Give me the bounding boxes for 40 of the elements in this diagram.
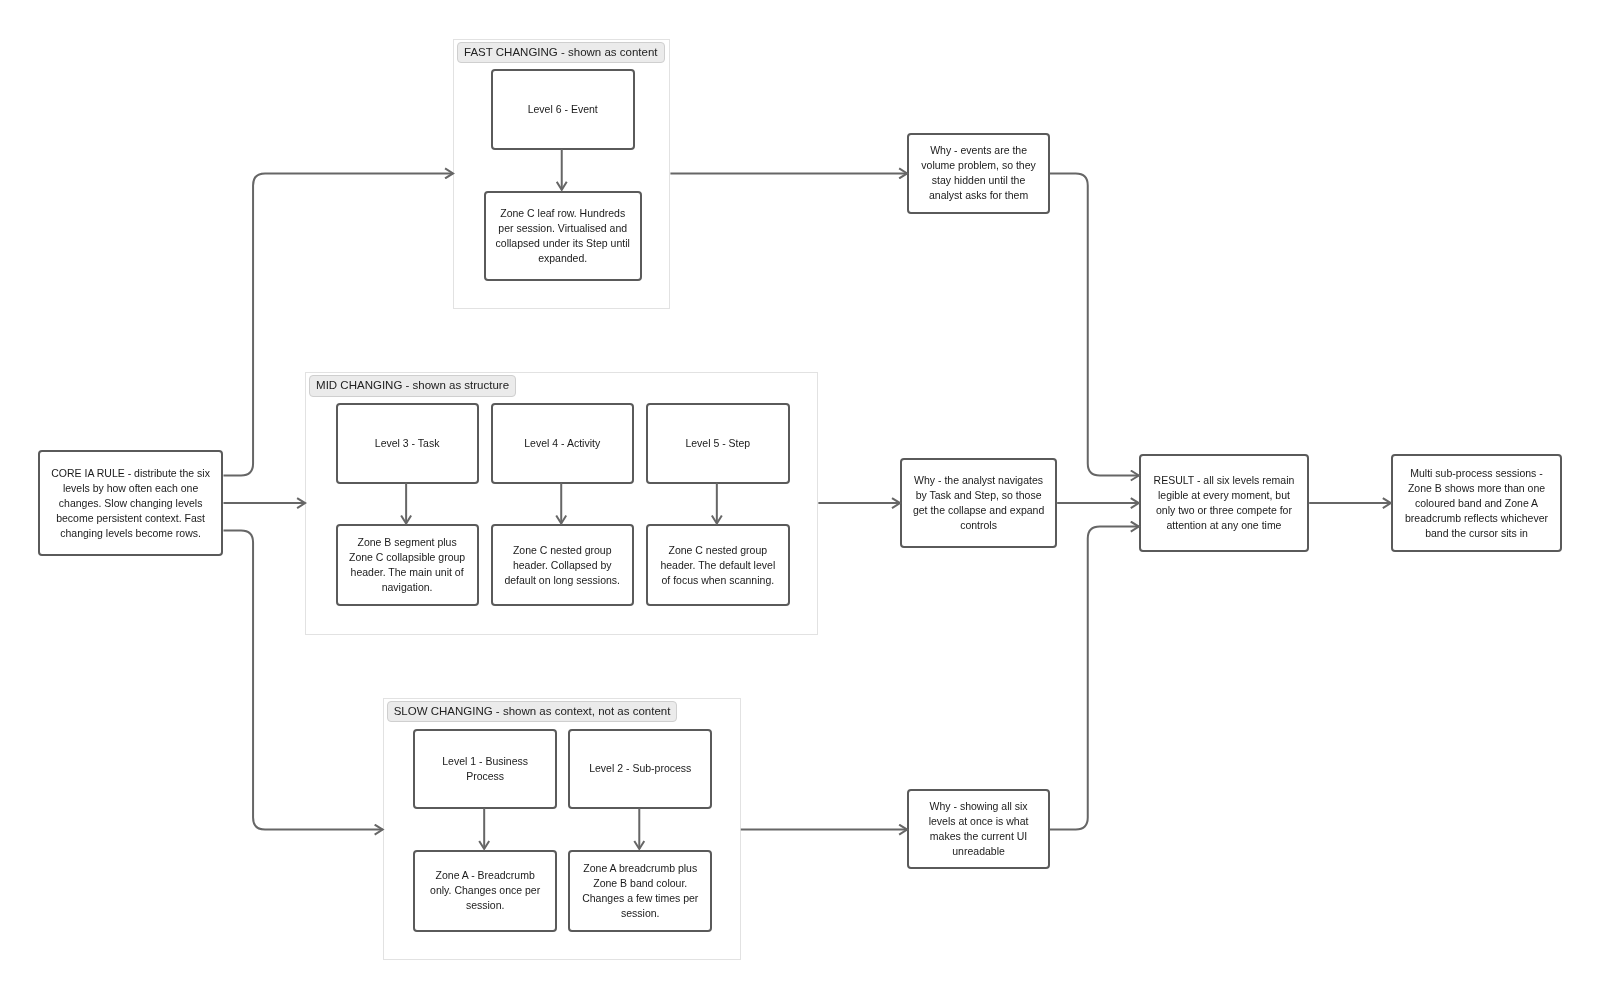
arrow <box>555 148 568 191</box>
group-panel <box>453 38 671 310</box>
process-box: Level 2 - Sub-process <box>568 728 713 810</box>
process-box: Level 3 - Task <box>335 403 479 484</box>
arrow <box>222 529 384 836</box>
arrow <box>1049 172 1140 482</box>
arrow <box>555 481 568 525</box>
arrow <box>1049 520 1140 831</box>
arrow <box>1308 497 1392 510</box>
process-box: Zone A breadcrumb plus Zone B band colour. Changes a few times per session. <box>568 849 713 932</box>
group-heading: FAST CHANGING - shown as content <box>457 41 665 63</box>
process-box: Zone C leaf row. Hundreds per session. Virtualised and collapsed under its Step until expanded. <box>483 190 642 281</box>
group-heading: SLOW CHANGING - shown as context, not as content <box>386 700 678 723</box>
process-box: Multi sub-process sessions - Zone B shows more than one coloured band and Zone A breadcrumb reflects whichever band the cursor sits in <box>1390 454 1563 553</box>
process-box: Zone C nested group header. Collapsed by default on long sessions. <box>490 524 634 607</box>
arrow <box>633 807 646 850</box>
process-box: Level 4 - Activity <box>490 403 634 484</box>
process-box: Why - showing all six levels at once is what makes the current UI unreadable <box>907 788 1050 870</box>
process-box: CORE IA RULE - distribute the six levels by how often each one changes. Slow changing levels become persistent context. Fast changing levels become rows. <box>37 450 224 557</box>
process-box: Zone B segment plus Zone C collapsible group header. The main unit of navigation. <box>335 524 479 607</box>
process-box: Level 5 - Step <box>645 403 790 484</box>
process-box: Why - the analyst navigates by Task and Step, so those get the collapse and expand controls <box>900 458 1058 548</box>
arrow <box>478 807 491 850</box>
group-panel <box>305 372 819 635</box>
group-heading: MID CHANGING - shown as structure <box>309 375 517 397</box>
arrow <box>739 823 909 836</box>
process-box: Level 1 - Business Process <box>413 728 558 810</box>
group-panel <box>382 697 741 961</box>
arrow <box>400 481 413 525</box>
process-box: Why - events are the volume problem, so they stay hidden until the analyst asks for them <box>907 132 1050 215</box>
arrow <box>817 497 901 510</box>
process-box: RESULT - all six levels remain legible at every moment, but only two or three compete for attention at any one time <box>1138 454 1310 553</box>
process-box: Zone C nested group header. The default level of focus when scanning. <box>645 524 790 607</box>
process-box: Zone A - Breadcrumb only. Changes once per session. <box>413 849 558 932</box>
arrow <box>710 481 723 525</box>
arrow <box>669 167 909 180</box>
arrow <box>222 497 307 510</box>
arrow <box>1056 497 1140 510</box>
process-box: Level 6 - Event <box>490 69 635 150</box>
arrow <box>222 167 455 477</box>
